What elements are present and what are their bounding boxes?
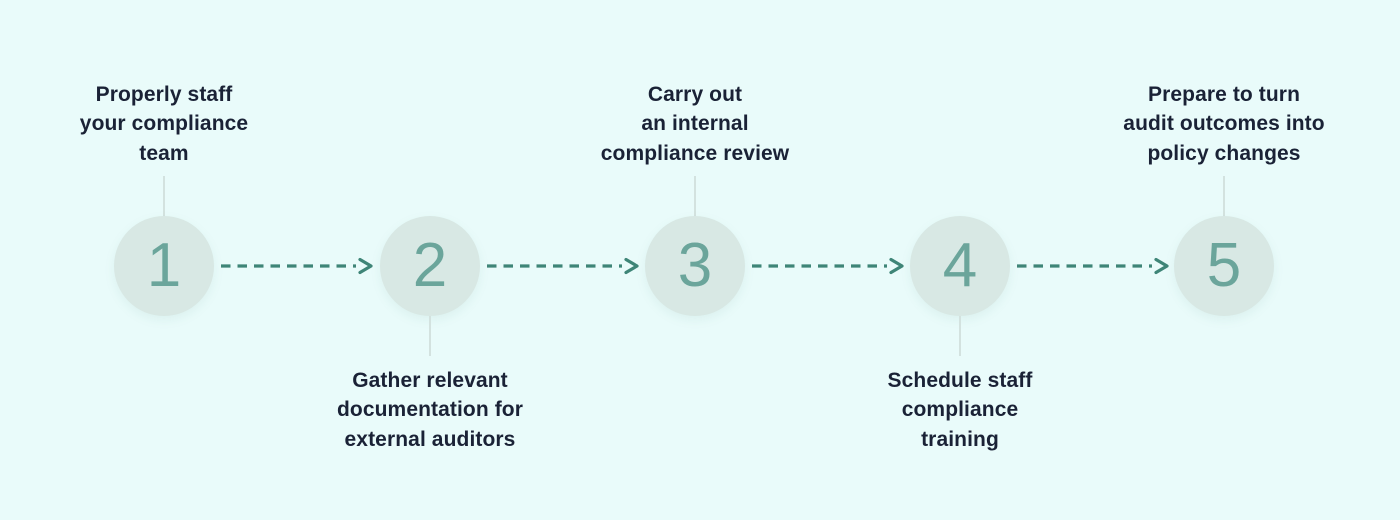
- step-3: Carry out an internal compliance review …: [555, 0, 835, 520]
- step-4-circle: 4: [910, 216, 1010, 316]
- dashed-arrow-right-icon: [751, 257, 907, 275]
- dashed-arrow-right-icon: [486, 257, 642, 275]
- step-2-number: 2: [412, 231, 448, 300]
- dashed-arrow-right-icon: [1016, 257, 1172, 275]
- step-4-number: 4: [942, 231, 978, 300]
- step-5-number: 5: [1206, 231, 1242, 300]
- step-3-circle: 3: [645, 216, 745, 316]
- step-1-circle: 1: [114, 216, 214, 316]
- step-3-number: 3: [677, 231, 713, 300]
- step-1: Properly staff your compliance team 1: [24, 0, 304, 520]
- step-4: 4 Schedule staff compliance training: [820, 0, 1100, 520]
- step-2: 2 Gather relevant documentation for exte…: [290, 0, 570, 520]
- step-1-connector-line: [163, 176, 165, 216]
- step-4-connector-line: [959, 316, 961, 356]
- step-5-label: Prepare to turn audit outcomes into poli…: [1123, 83, 1325, 165]
- step-2-circle: 2: [380, 216, 480, 316]
- step-3-connector-line: [694, 176, 696, 216]
- step-5: Prepare to turn audit outcomes into poli…: [1084, 0, 1364, 520]
- step-1-label: Properly staff your compliance team: [79, 83, 249, 165]
- step-5-circle: 5: [1174, 216, 1274, 316]
- step-4-label: Schedule staff compliance training: [887, 369, 1033, 451]
- step-2-label: Gather relevant documentation for extern…: [336, 369, 524, 451]
- step-3-label: Carry out an internal compliance review: [600, 83, 790, 165]
- step-2-connector-line: [429, 316, 431, 356]
- step-1-number: 1: [146, 231, 182, 300]
- step-5-connector-line: [1223, 176, 1225, 216]
- dashed-arrow-right-icon: [220, 257, 376, 275]
